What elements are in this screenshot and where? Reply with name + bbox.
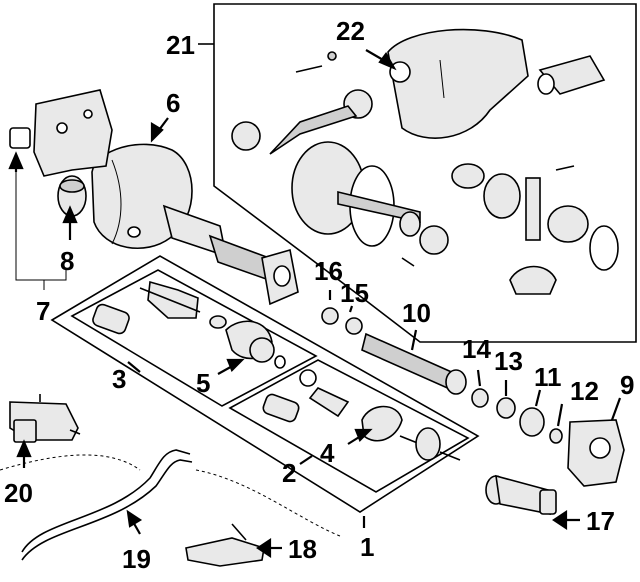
callout-labels: 1 2 3 4 5 6 7 8 9 10 11 12 13 14 15 16 1… (4, 16, 634, 574)
differential-group-frame (213, 3, 637, 343)
item-7-bracket (15, 168, 67, 281)
axle-bracket (567, 419, 625, 487)
vacuum-hose (0, 449, 341, 561)
callout-18: 18 (288, 534, 317, 564)
callout-10: 10 (402, 298, 431, 328)
callout-4: 4 (320, 438, 335, 468)
ring-gear (291, 141, 449, 267)
callout-8: 8 (60, 246, 74, 276)
callout-17: 17 (586, 506, 615, 536)
hose-connector (185, 523, 265, 567)
callout-9: 9 (620, 370, 634, 400)
callout-11: 11 (534, 362, 562, 392)
callout-22: 22 (336, 16, 365, 46)
callout-20: 20 (4, 478, 33, 508)
vacuum-solenoid (9, 394, 81, 443)
left-shaft-subframe (70, 269, 318, 407)
pinion-parts (231, 51, 606, 155)
callout-13: 13 (494, 346, 523, 376)
left-shaft (92, 280, 286, 369)
right-shaft-subframe (228, 359, 470, 493)
carrier-case (387, 28, 529, 139)
callout-5: 5 (196, 368, 210, 398)
mount-bushing (57, 175, 87, 217)
axle-actuator (485, 474, 557, 515)
leader-arrows (8, 49, 622, 559)
callout-19: 19 (122, 544, 151, 574)
callout-14: 14 (462, 334, 491, 364)
callout-7: 7 (36, 296, 50, 326)
axle-assembly-frame (50, 255, 480, 513)
callout-16: 16 (314, 256, 343, 286)
right-shaft (262, 369, 461, 461)
callout-15: 15 (340, 278, 369, 308)
mount-bracket (9, 89, 113, 177)
callout-12: 12 (570, 376, 599, 406)
callout-3: 3 (112, 364, 126, 394)
differential-housing (91, 143, 299, 306)
callout-1: 1 (360, 532, 374, 562)
callout-2: 2 (282, 458, 296, 488)
intermediate-shaft (361, 332, 467, 395)
spider-gears (451, 163, 619, 295)
callout-6: 6 (166, 88, 180, 118)
seals-bearings (321, 307, 563, 444)
callout-21: 21 (166, 30, 195, 60)
